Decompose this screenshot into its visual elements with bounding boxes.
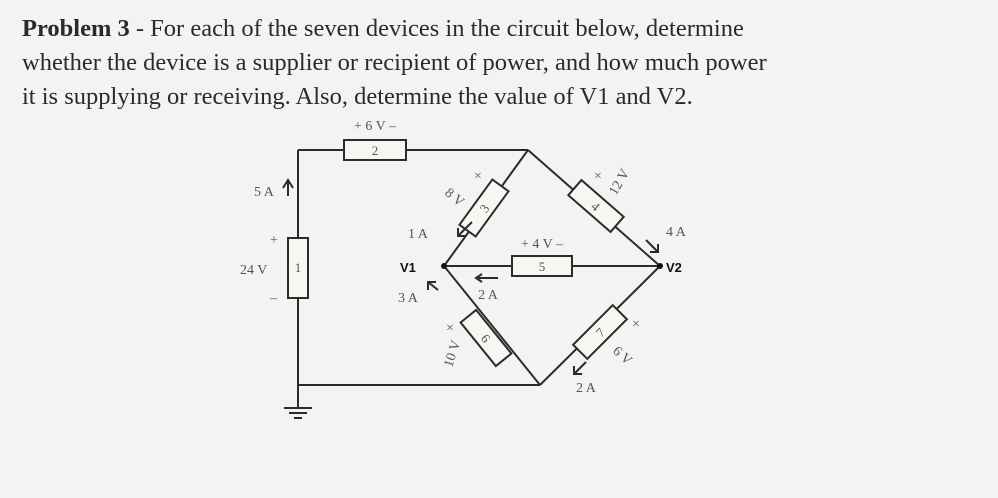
circuit-wires [284, 149, 661, 419]
device-2-label: 2 [372, 143, 379, 158]
current-2a-device-7-label: 2 A [576, 381, 597, 396]
device-2-voltage-label: + 6 V – [354, 119, 397, 134]
device-5: 5 + 4 V – 2 A [474, 237, 573, 303]
device-6-voltage-label: 10 V [442, 339, 465, 370]
problem-title-separator: - [129, 15, 151, 42]
problem-text-line-3: it is supplying or receiving. Also, dete… [22, 83, 693, 110]
device-4-polarity: × [594, 169, 602, 184]
current-arrow-icon [427, 281, 439, 291]
device-3-voltage-label: 8 V [441, 186, 466, 211]
device-4: 4 [566, 178, 626, 234]
problem-line-1: Problem 3 - For each of the seven device… [22, 12, 972, 46]
device-1-plus: + [270, 233, 278, 248]
device-7-polarity: × [632, 317, 640, 332]
current-3a-label: 3 A [398, 291, 419, 306]
device-5-current-label: 2 A [478, 288, 499, 303]
device-6-polarity: × [446, 321, 454, 336]
device-2: 2 + 6 V – [343, 119, 407, 161]
node-v2-label: V2 [666, 260, 682, 275]
device-5-voltage-label: + 4 V – [521, 237, 564, 252]
current-arrow-icon [573, 361, 587, 375]
device-1-current-label: 5 A [254, 185, 275, 200]
node-v1-dot [441, 263, 447, 269]
device-1: 1 5 A + 24 V – [240, 178, 309, 306]
current-arrow-icon [474, 273, 498, 283]
node-v1-label: V1 [400, 260, 416, 275]
device-3-polarity: × [474, 169, 482, 184]
current-arrow-icon [457, 221, 473, 237]
device-1-voltage-label: 24 V [240, 263, 267, 278]
device-6: 6 [459, 308, 513, 368]
device-7-voltage-label: 6 V [609, 344, 634, 369]
problem-statement: Problem 3 - For each of the seven device… [22, 12, 972, 114]
current-4a-label: 4 A [666, 225, 687, 240]
device-4-voltage-label: 12 V [606, 167, 633, 198]
node-v2-dot [657, 263, 663, 269]
problem-text-line-1: For each of the seven devices in the cir… [150, 15, 744, 42]
device-1-label: 1 [295, 260, 302, 275]
device-7: 7 [571, 303, 629, 361]
current-arrow-icon [645, 239, 659, 253]
device-5-label: 5 [539, 259, 546, 274]
device-1-minus: – [269, 291, 278, 306]
current-arrow-icon [282, 178, 294, 196]
problem-text-line-2: whether the device is a supplier or reci… [22, 49, 767, 76]
current-1a-label: 1 A [408, 227, 429, 242]
problem-title: Problem 3 [22, 15, 130, 42]
